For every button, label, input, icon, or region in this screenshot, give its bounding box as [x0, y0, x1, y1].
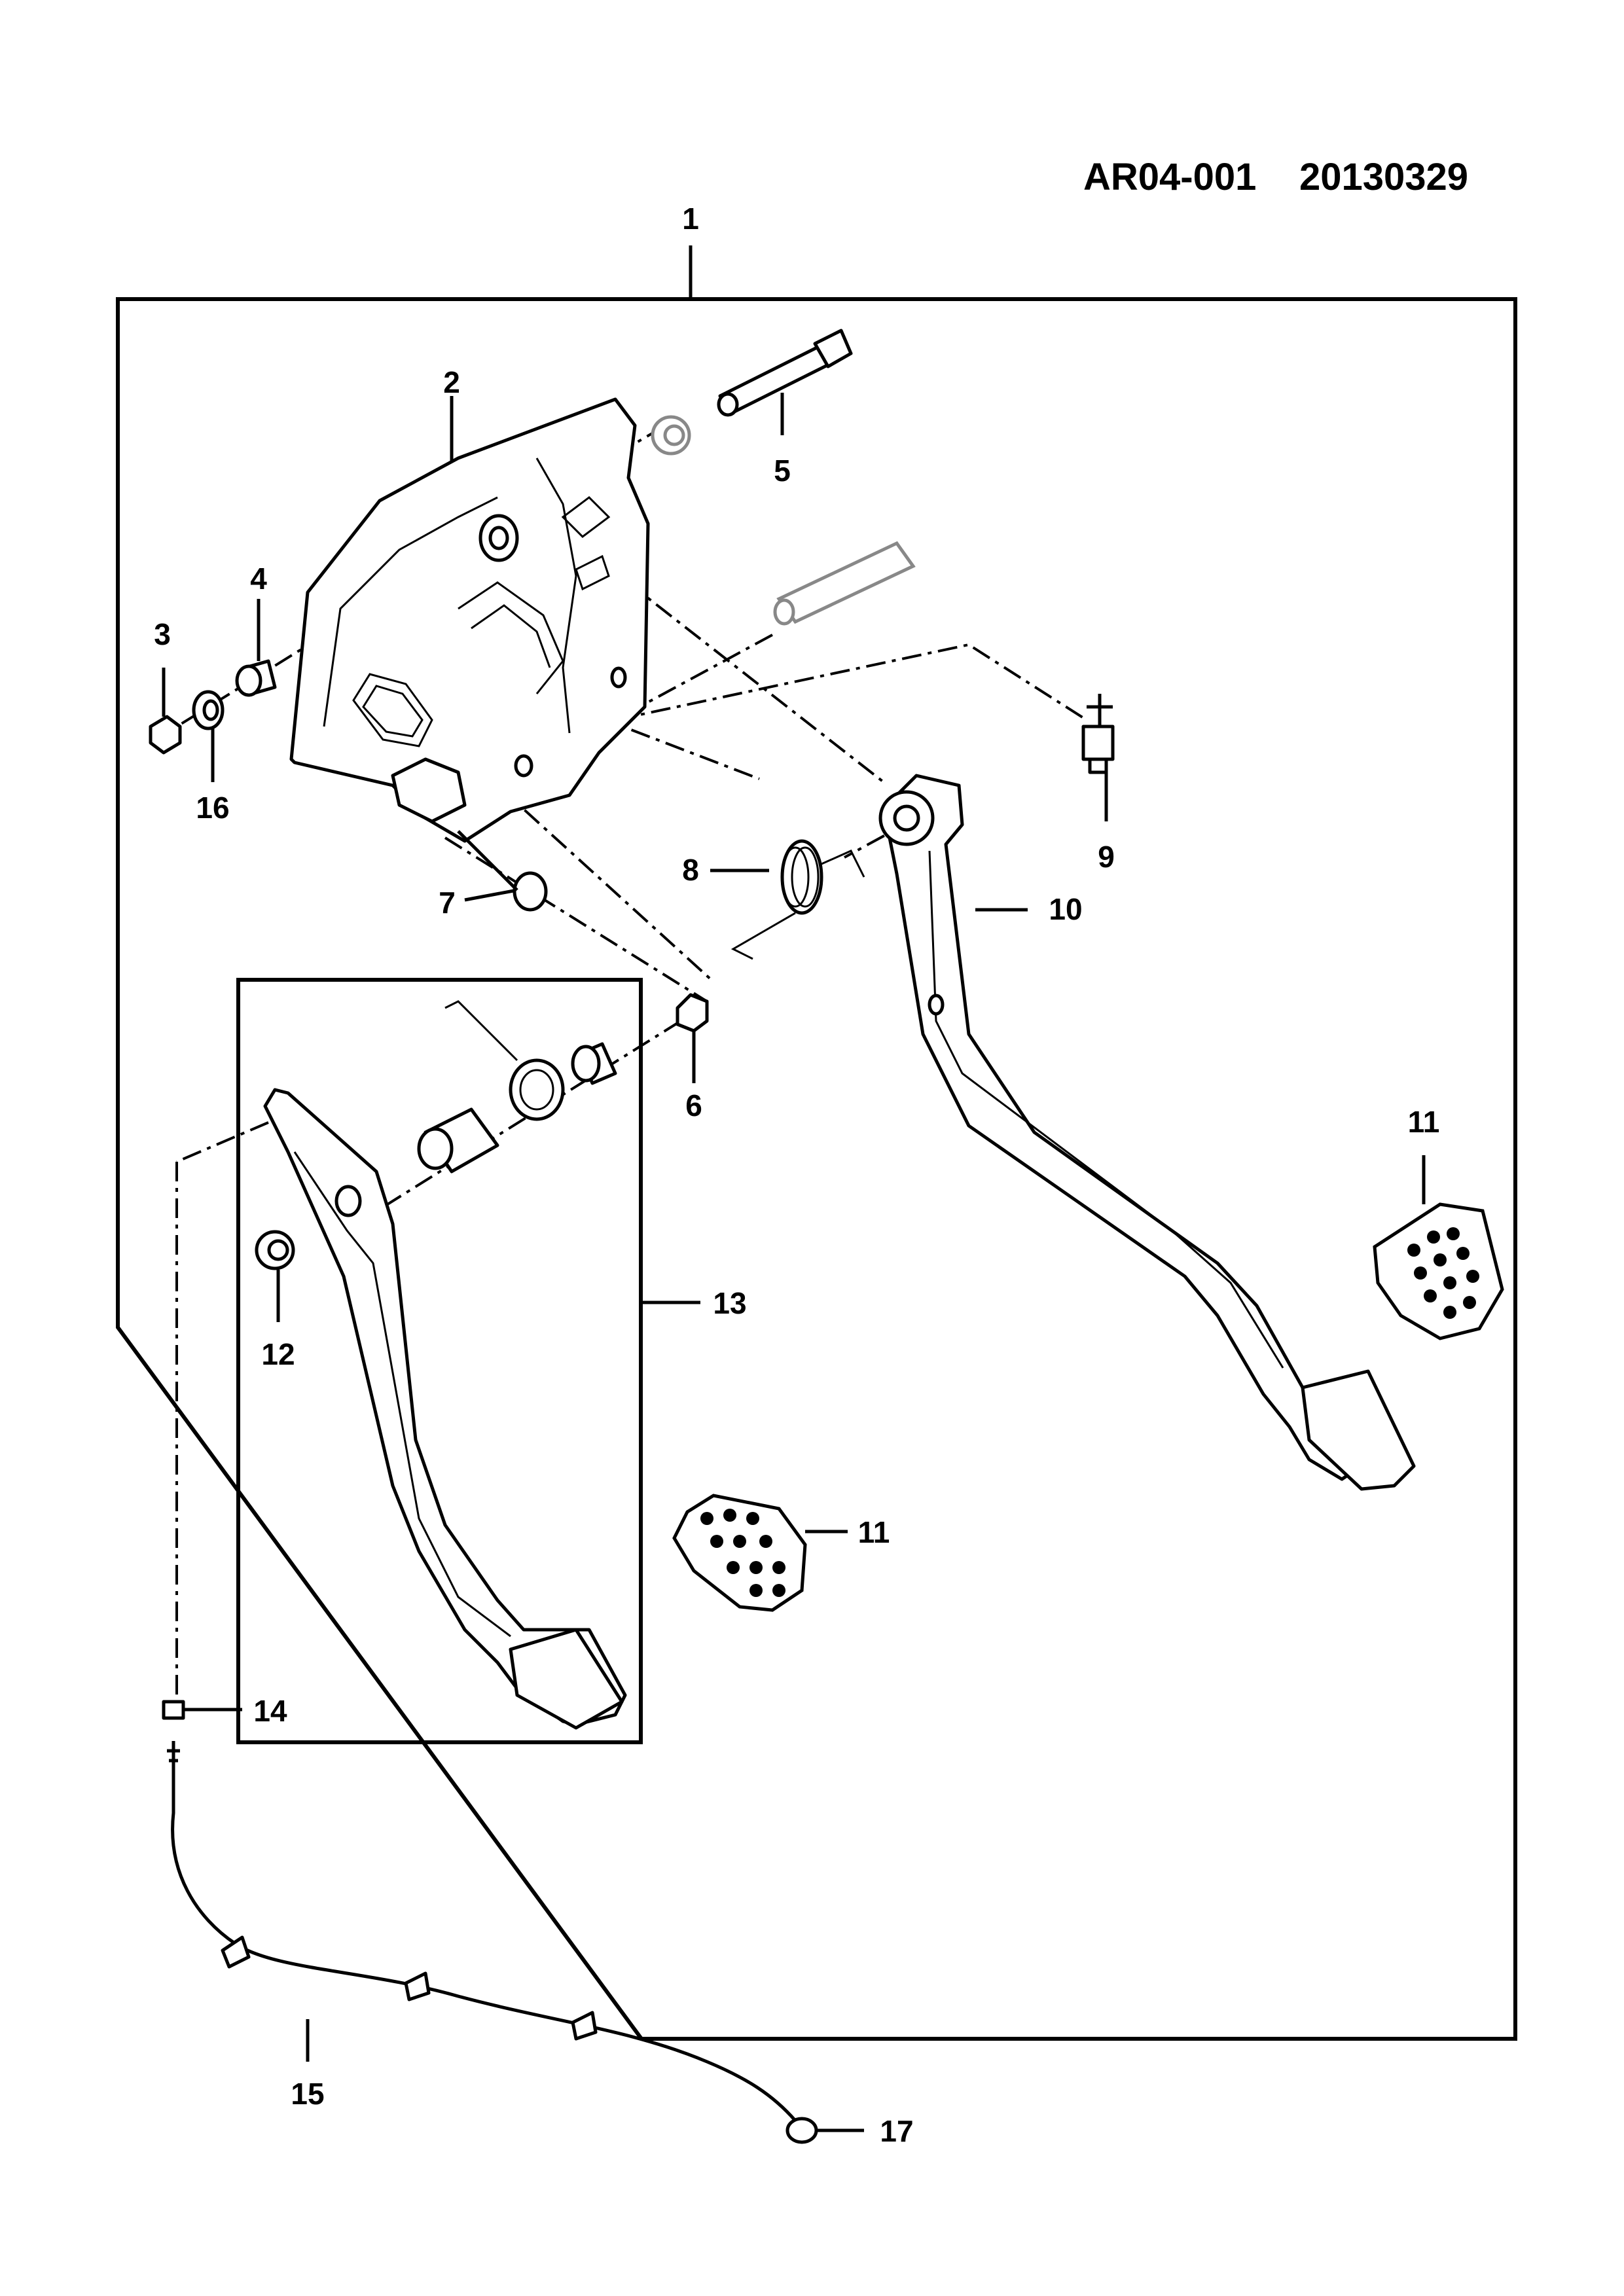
callout-16: 16	[196, 791, 229, 825]
pedal-pad-upper	[1373, 1155, 1504, 1340]
callout-9: 9	[1098, 840, 1115, 874]
grommet	[785, 2117, 864, 2144]
switch	[1081, 694, 1115, 821]
washer-16	[192, 690, 225, 782]
clutch-bushing	[571, 1042, 617, 1085]
callout-15: 15	[291, 2077, 324, 2111]
document-id: AR04-001	[1083, 156, 1256, 198]
return-spring	[710, 839, 865, 960]
callout-7: 7	[439, 886, 456, 920]
bushing-4	[235, 599, 277, 697]
pedal-bracket	[289, 396, 650, 843]
stopper	[457, 830, 548, 912]
callout-4: 4	[250, 562, 267, 596]
cable	[167, 1741, 797, 2122]
callout-17: 17	[880, 2114, 913, 2148]
clutch-pedal	[263, 1088, 627, 1730]
callout-13: 13	[713, 1286, 746, 1320]
callout-1: 1	[682, 202, 699, 236]
callout-3: 3	[154, 617, 171, 651]
callout-6: 6	[685, 1088, 702, 1122]
callout-5: 5	[774, 454, 791, 488]
clutch-spring	[444, 1000, 565, 1121]
bushing-12	[255, 1230, 295, 1322]
nut	[149, 668, 182, 755]
nut-6	[676, 993, 709, 1083]
callout-2: 2	[443, 365, 460, 399]
brake-pedal	[878, 774, 1416, 1491]
callout-8: 8	[682, 853, 699, 887]
callout-10: 10	[1049, 892, 1082, 926]
clip	[162, 1700, 242, 1720]
pedal-pad-lower	[672, 1494, 848, 1612]
document-date: 20130329	[1299, 156, 1468, 198]
pivot-pin-ghost	[773, 541, 916, 626]
clutch-sleeve	[417, 1107, 499, 1174]
washer	[651, 415, 691, 456]
callout-11-lower: 11	[858, 1515, 890, 1549]
callout-14: 14	[253, 1694, 287, 1728]
clutch-assembly-frame	[236, 978, 700, 1744]
callout-12: 12	[261, 1337, 295, 1371]
callout-labels: 1 2 3 4 5 6 7 8 9 10 11 11 12 13 14 15 1…	[154, 202, 1439, 2148]
bolt	[717, 329, 853, 435]
callout-11-upper: 11	[1408, 1105, 1440, 1139]
